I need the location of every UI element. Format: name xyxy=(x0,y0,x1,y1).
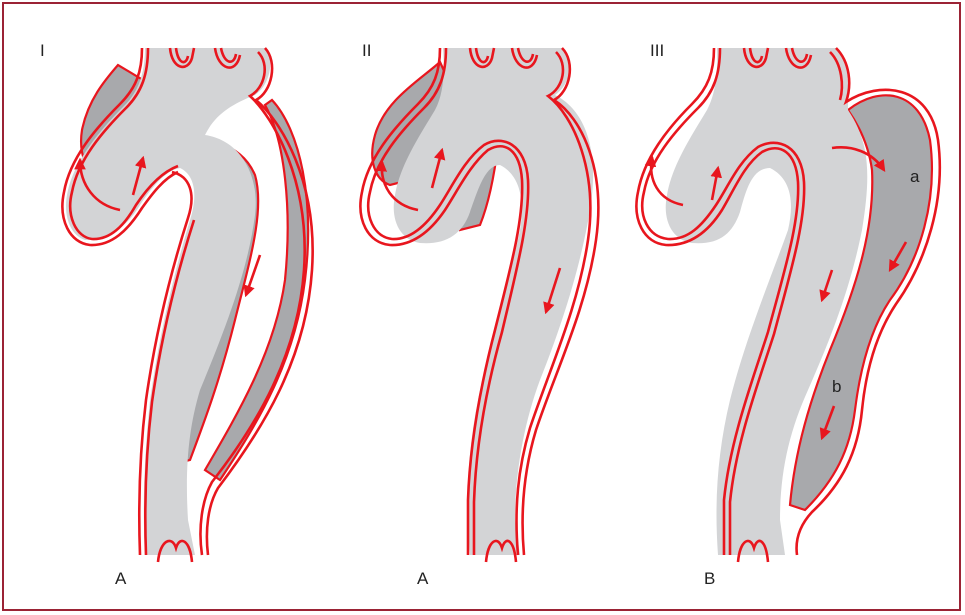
panel-3: III B a b xyxy=(636,41,939,588)
panel-1: I A xyxy=(40,41,313,588)
true-lumen xyxy=(666,48,868,555)
panel-2-type: A xyxy=(417,569,429,588)
panel-1-numeral: I xyxy=(40,41,45,60)
region-label-a: a xyxy=(910,167,920,186)
panel-2-numeral: II xyxy=(362,41,371,60)
panel-3-numeral: III xyxy=(650,41,664,60)
panel-2: II A xyxy=(360,41,598,588)
panel-3-type: B xyxy=(704,569,715,588)
panel-1-type: A xyxy=(115,569,127,588)
region-label-b: b xyxy=(832,377,841,396)
